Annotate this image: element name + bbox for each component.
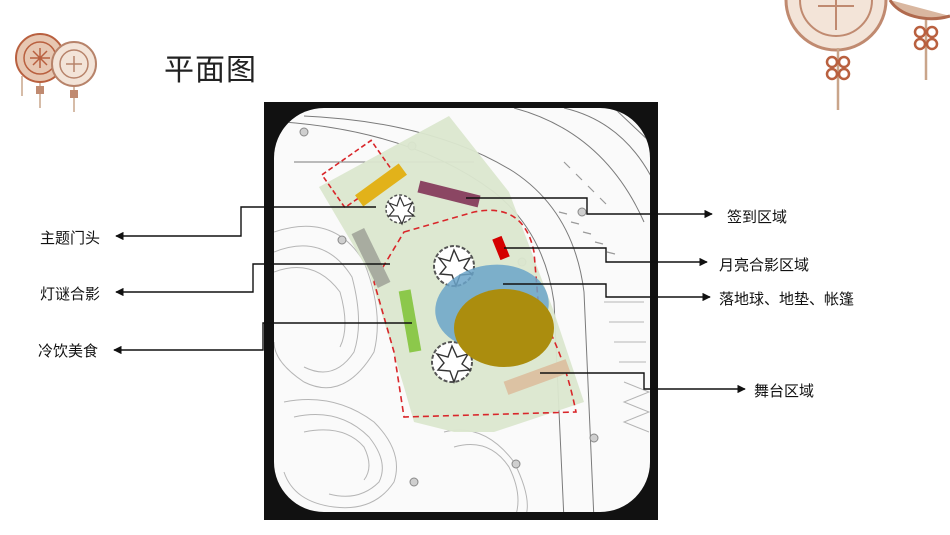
leader-sign-in	[466, 197, 713, 219]
chinese-knot-icon	[784, 0, 950, 110]
label-globe-mat-tent: 落地球、地垫、帐篷	[719, 290, 855, 308]
leader-cold-drinks	[113, 322, 412, 355]
cold-drinks-bar	[398, 289, 422, 353]
leader-main-gate	[115, 206, 376, 241]
chinese-knot-icon	[15, 33, 97, 112]
label-cold-drinks: 冷饮美食	[38, 342, 99, 360]
floor-plan-drawing	[274, 108, 650, 512]
lantern-riddle-bar	[351, 227, 391, 289]
floor-plan	[264, 102, 658, 520]
label-sign-in: 签到区域	[727, 208, 788, 226]
sunburst-icon	[385, 194, 416, 226]
leader-moon-photo	[504, 247, 708, 267]
label-stage: 舞台区域	[754, 382, 815, 400]
page-title: 平面图	[164, 53, 257, 88]
stage-bar	[503, 359, 571, 395]
sunburst-icon	[431, 341, 473, 385]
tent-area	[454, 289, 554, 367]
moon-photo-marker	[492, 235, 510, 261]
signin-bar	[417, 180, 481, 208]
label-main-gate: 主题门头	[40, 229, 101, 247]
leader-lantern-riddle	[115, 263, 390, 297]
leader-stage	[540, 372, 746, 394]
leader-globe-mat-tent	[503, 283, 711, 302]
label-moon-photo: 月亮合影区域	[719, 256, 810, 274]
label-lantern-riddle: 灯谜合影	[40, 285, 101, 303]
main-gate-bar	[355, 163, 407, 207]
